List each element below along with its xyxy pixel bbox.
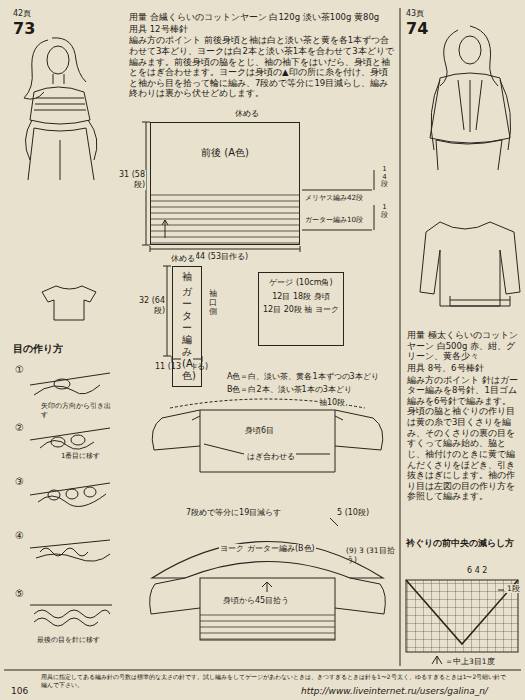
note: はぎ合わせる: [246, 452, 296, 462]
step-number: ③: [14, 476, 25, 489]
stripe-pattern: [150, 190, 300, 245]
stitch-chart: [406, 580, 518, 652]
gauge-box: ゲージ (10cm角) 12目 18段 身頃 12目 20段 袖 ヨーク: [258, 272, 344, 346]
leader-line: [302, 170, 374, 230]
part-name: ヨーク ガーター編み(B色): [219, 544, 315, 554]
pattern-number: 73: [12, 19, 36, 39]
materials-note: 用量 極太くらいのコットンヤーン 白500g 赤、紺、グリーン、黄各少々: [406, 330, 520, 362]
column-divider: [400, 8, 401, 666]
note: 7段めで等分に19目減らす: [185, 508, 282, 518]
part-name: 袖: [181, 271, 193, 283]
direction-arrow: [162, 220, 168, 238]
step-number: ⑤: [14, 588, 25, 601]
note: 休める: [234, 109, 260, 119]
part-note: 12目 18段 身頃: [271, 292, 330, 302]
row-number: 6 4 2: [466, 566, 488, 576]
note: 身頃から45目拾う: [222, 596, 290, 606]
step-number: ①: [14, 364, 25, 377]
folio: 106: [10, 686, 29, 697]
dimension-label: 5 (10段): [336, 508, 370, 518]
step-note: 最後の目を針に移す: [36, 636, 101, 645]
pattern-number: 74: [405, 19, 429, 39]
dimension-label: 32 (64段): [132, 296, 166, 316]
note: 休める: [170, 254, 196, 264]
part-note: 12目 20段 袖 ヨーク: [262, 305, 340, 315]
stitch-symbol: [432, 656, 442, 664]
step-note: 1番目に移す: [60, 452, 101, 461]
page-number: 42頁: [12, 9, 32, 19]
part-name: ゲージ (10cm角): [268, 278, 333, 288]
leader-line: [498, 590, 504, 591]
row-count: 1段: [506, 584, 521, 593]
assembly-sketch: [152, 399, 383, 472]
garment-sketch: [42, 286, 96, 320]
step-note: 矢印の方向から引き出す: [40, 402, 118, 420]
stitch-count: 身頃6目: [244, 426, 275, 436]
yoke-band: ヨーク ガーター編み(B色): [150, 525, 385, 580]
garment-sketch: [420, 222, 520, 306]
stitch-label: メリヤス編み42段: [304, 193, 364, 202]
step-number: ②: [14, 422, 25, 435]
note: 袖口側: [208, 290, 218, 316]
body-panel: 前後 (A色): [150, 122, 300, 245]
color-key: B色＝白2本、淡い茶1本の3本どり: [226, 385, 353, 395]
footer-rule: [4, 670, 521, 671]
part-note: ガーター編み (A色): [181, 286, 193, 382]
stitch-label: ガーター編み10段: [304, 215, 364, 224]
sleeve-panel: 袖ガーター編み (A色): [172, 266, 202, 387]
row-count: 1段: [380, 204, 389, 219]
dimension-label: 31 (58段): [112, 170, 146, 190]
neckline-line: [406, 580, 518, 644]
section-heading: 目の作り方: [12, 343, 64, 356]
section-heading: 衿ぐりの前中央の減らし方: [405, 538, 521, 549]
dimension-label: 44 (53目作る): [194, 252, 249, 262]
page-number: 43頁: [405, 9, 425, 19]
step-number: ④: [14, 530, 25, 543]
instructions: 編み方のポイント 前後身頃と袖は白と淡い茶と黄を各1本ずつ合わせて3本どり、ヨー…: [128, 35, 395, 99]
tools-note: 用具 12号棒針: [128, 24, 395, 35]
tools-note: 用具 8号、6号棒針: [406, 363, 520, 374]
instructions: 編み方のポイント 針はガーター編みを8号針、1目ゴム編みを6号針で編みます。身頃…: [406, 375, 520, 503]
watermark: http://www.liveinternet.ru/users/galina_…: [300, 686, 489, 697]
row-count: 14段: [380, 166, 389, 189]
part-name: 前後 (A色): [200, 147, 250, 159]
model-sketch: [24, 38, 97, 180]
yoke-sketch: [150, 518, 386, 640]
color-key: A色＝白、淡い茶、黄各1本ずつの3本どり: [226, 372, 380, 382]
symbol-key: ＝中上3目1度: [444, 657, 496, 666]
row-count: 袖10段: [318, 398, 346, 408]
materials-note: 用量 合繊くらいのコットンヤーン 白120g 淡い茶100g 黄80g: [128, 12, 395, 23]
model-sketch: [430, 26, 511, 170]
